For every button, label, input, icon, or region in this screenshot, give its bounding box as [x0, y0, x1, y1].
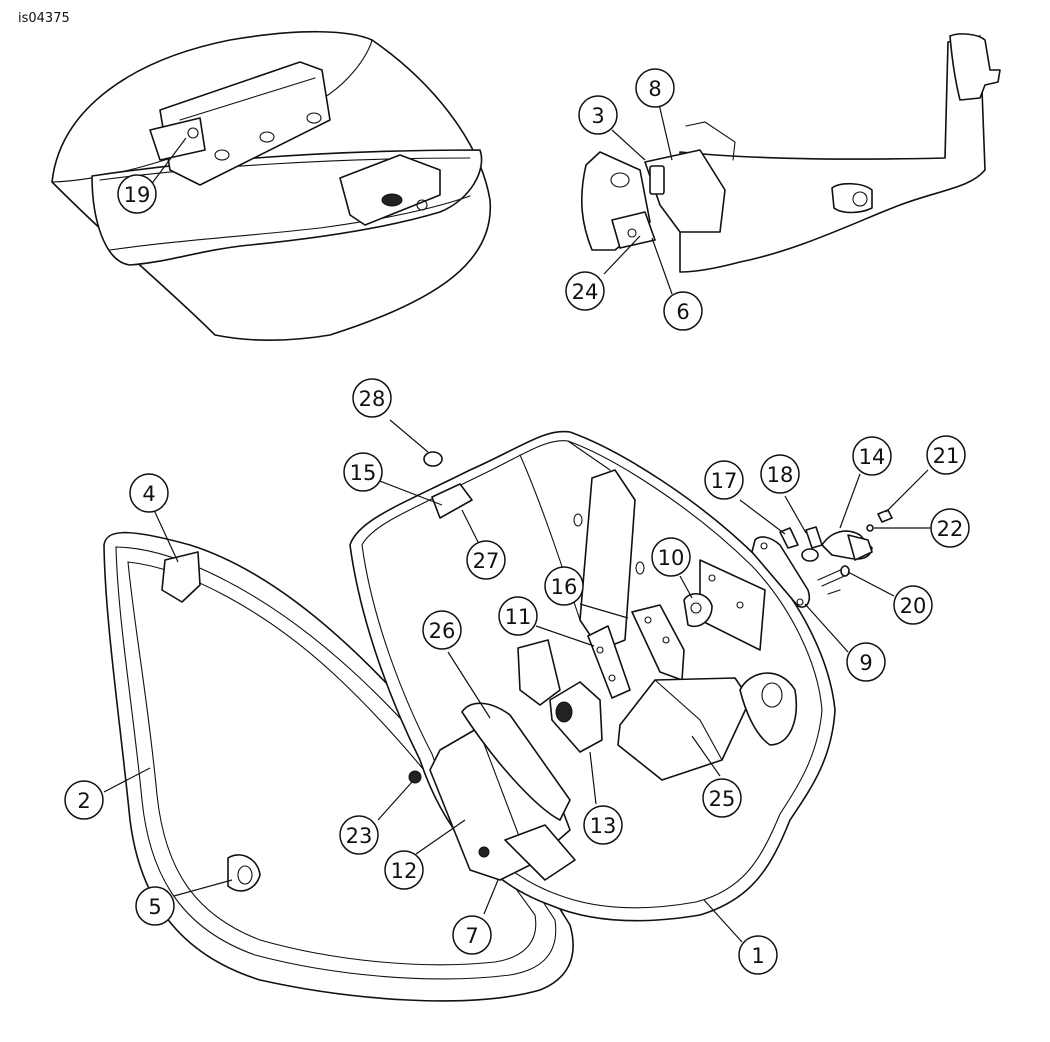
callout-24: 24	[565, 271, 605, 311]
callout-28: 28	[352, 378, 392, 418]
callout-circle	[926, 435, 966, 475]
callout-label: 23	[346, 824, 373, 848]
callout-circle	[663, 291, 703, 331]
callout-19: 19	[117, 174, 157, 214]
callout-25: 25	[702, 778, 742, 818]
callout-15: 15	[343, 452, 383, 492]
callout-23: 23	[339, 815, 379, 855]
figure-id: is04375	[18, 11, 70, 26]
callout-circle	[452, 915, 492, 955]
callout-circle	[704, 460, 744, 500]
callout-20: 20	[893, 585, 933, 625]
callout-11: 11	[498, 596, 538, 636]
callout-5: 5	[135, 886, 175, 926]
callout-circle	[578, 95, 618, 135]
callout-18: 18	[760, 454, 800, 494]
callout-label: 2	[77, 789, 90, 813]
callout-label: 27	[473, 549, 500, 573]
callout-circle	[64, 780, 104, 820]
callout-circle	[339, 815, 379, 855]
callout-16: 16	[544, 566, 584, 606]
callout-label: 13	[590, 814, 617, 838]
callout-label: 6	[676, 300, 689, 324]
callout-4: 4	[129, 473, 169, 513]
callout-label: 22	[937, 517, 964, 541]
callout-label: 16	[551, 575, 578, 599]
callout-label: 26	[429, 619, 456, 643]
callout-label: 7	[465, 924, 478, 948]
callout-13: 13	[583, 805, 623, 845]
callout-27: 27	[466, 540, 506, 580]
callout-7: 7	[452, 915, 492, 955]
callout-label: 12	[391, 859, 418, 883]
callout-label: 28	[359, 387, 386, 411]
callout-circle	[422, 610, 462, 650]
callout-label: 9	[859, 651, 872, 675]
callout-circle	[760, 454, 800, 494]
callout-circle	[583, 805, 623, 845]
callout-label: 8	[648, 77, 661, 101]
callout-circle	[117, 174, 157, 214]
inner-components	[408, 451, 797, 881]
callout-circle	[352, 378, 392, 418]
callout-22: 22	[930, 508, 970, 548]
callout-17: 17	[704, 460, 744, 500]
hinge-hardware	[751, 509, 893, 608]
callout-label: 4	[142, 482, 155, 506]
callout-label: 5	[148, 895, 161, 919]
callout-label: 20	[900, 594, 927, 618]
callout-circle	[702, 778, 742, 818]
callout-label: 19	[124, 183, 151, 207]
callout-3: 3	[578, 95, 618, 135]
callout-12: 12	[384, 850, 424, 890]
callout-label: 14	[859, 445, 886, 469]
callout-label: 1	[751, 944, 764, 968]
callout-circle	[384, 850, 424, 890]
callout-9: 9	[846, 642, 886, 682]
callout-label: 3	[591, 104, 604, 128]
callout-circle	[846, 642, 886, 682]
callout-circle	[466, 540, 506, 580]
callout-6: 6	[663, 291, 703, 331]
callout-circle	[651, 537, 691, 577]
callout-circle	[343, 452, 383, 492]
callout-circle	[129, 473, 169, 513]
callout-label: 11	[505, 605, 532, 629]
leader-lines	[103, 103, 932, 943]
callout-circle	[635, 68, 675, 108]
callout-14: 14	[852, 436, 892, 476]
callout-label: 17	[711, 469, 738, 493]
callout-label: 24	[572, 280, 599, 304]
detail-view-latch	[51, 30, 492, 341]
callout-circle	[893, 585, 933, 625]
callout-2: 2	[64, 780, 104, 820]
callout-label: 15	[350, 461, 377, 485]
callout-label: 21	[933, 444, 960, 468]
detail-view-mount	[580, 33, 1001, 273]
callout-circle	[544, 566, 584, 606]
callout-label: 25	[709, 787, 736, 811]
callout-circle	[852, 436, 892, 476]
callout-circle	[135, 886, 175, 926]
callout-label: 18	[767, 463, 794, 487]
callout-1: 1	[738, 935, 778, 975]
callout-8: 8	[635, 68, 675, 108]
callout-circle	[930, 508, 970, 548]
callout-26: 26	[422, 610, 462, 650]
callout-circle	[498, 596, 538, 636]
callout-circle	[738, 935, 778, 975]
callout-label: 10	[658, 546, 685, 570]
callout-21: 21	[926, 435, 966, 475]
callout-10: 10	[651, 537, 691, 577]
lid-assembly	[103, 531, 574, 1002]
callout-circle	[565, 271, 605, 311]
